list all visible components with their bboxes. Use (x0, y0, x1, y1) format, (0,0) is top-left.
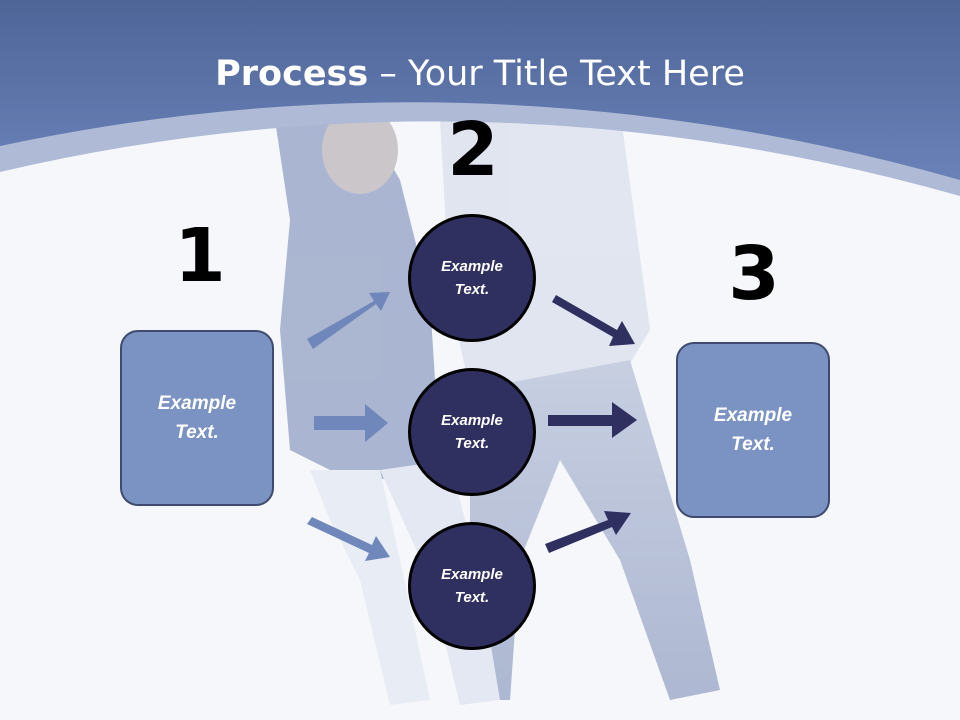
step-1-text: Example Text. (157, 393, 237, 443)
title-bold: Process (215, 54, 369, 94)
step-number-2: 2 (447, 107, 499, 193)
step-2-circle-top: Example Text. (408, 214, 536, 342)
step-2-circle-middle: Example Text. (408, 368, 536, 496)
step-2-text-middle: Example Text. (441, 412, 503, 452)
arrow-left-to-middle (314, 404, 388, 442)
arrow-left-to-top (307, 292, 390, 349)
step-2-text-bottom: Example Text. (441, 566, 503, 606)
step-3-box: Example Text. (676, 342, 830, 518)
step-number-3: 3 (728, 231, 780, 317)
step-number-1: 1 (174, 213, 226, 299)
arrow-bottom-to-right (545, 511, 631, 553)
arrow-top-to-right (552, 295, 635, 346)
step-1-box: Example Text. (120, 330, 274, 506)
arrow-middle-to-right (548, 402, 637, 438)
step-2-text-top: Example Text. (441, 258, 503, 298)
step-2-circle-bottom: Example Text. (408, 522, 536, 650)
header-band (0, 0, 960, 180)
slide-title: Process – Your Title Text Here (0, 52, 960, 96)
title-rest: – Your Title Text Here (368, 54, 745, 94)
arrow-left-to-bottom (307, 517, 390, 561)
step-3-text: Example Text. (713, 405, 793, 455)
